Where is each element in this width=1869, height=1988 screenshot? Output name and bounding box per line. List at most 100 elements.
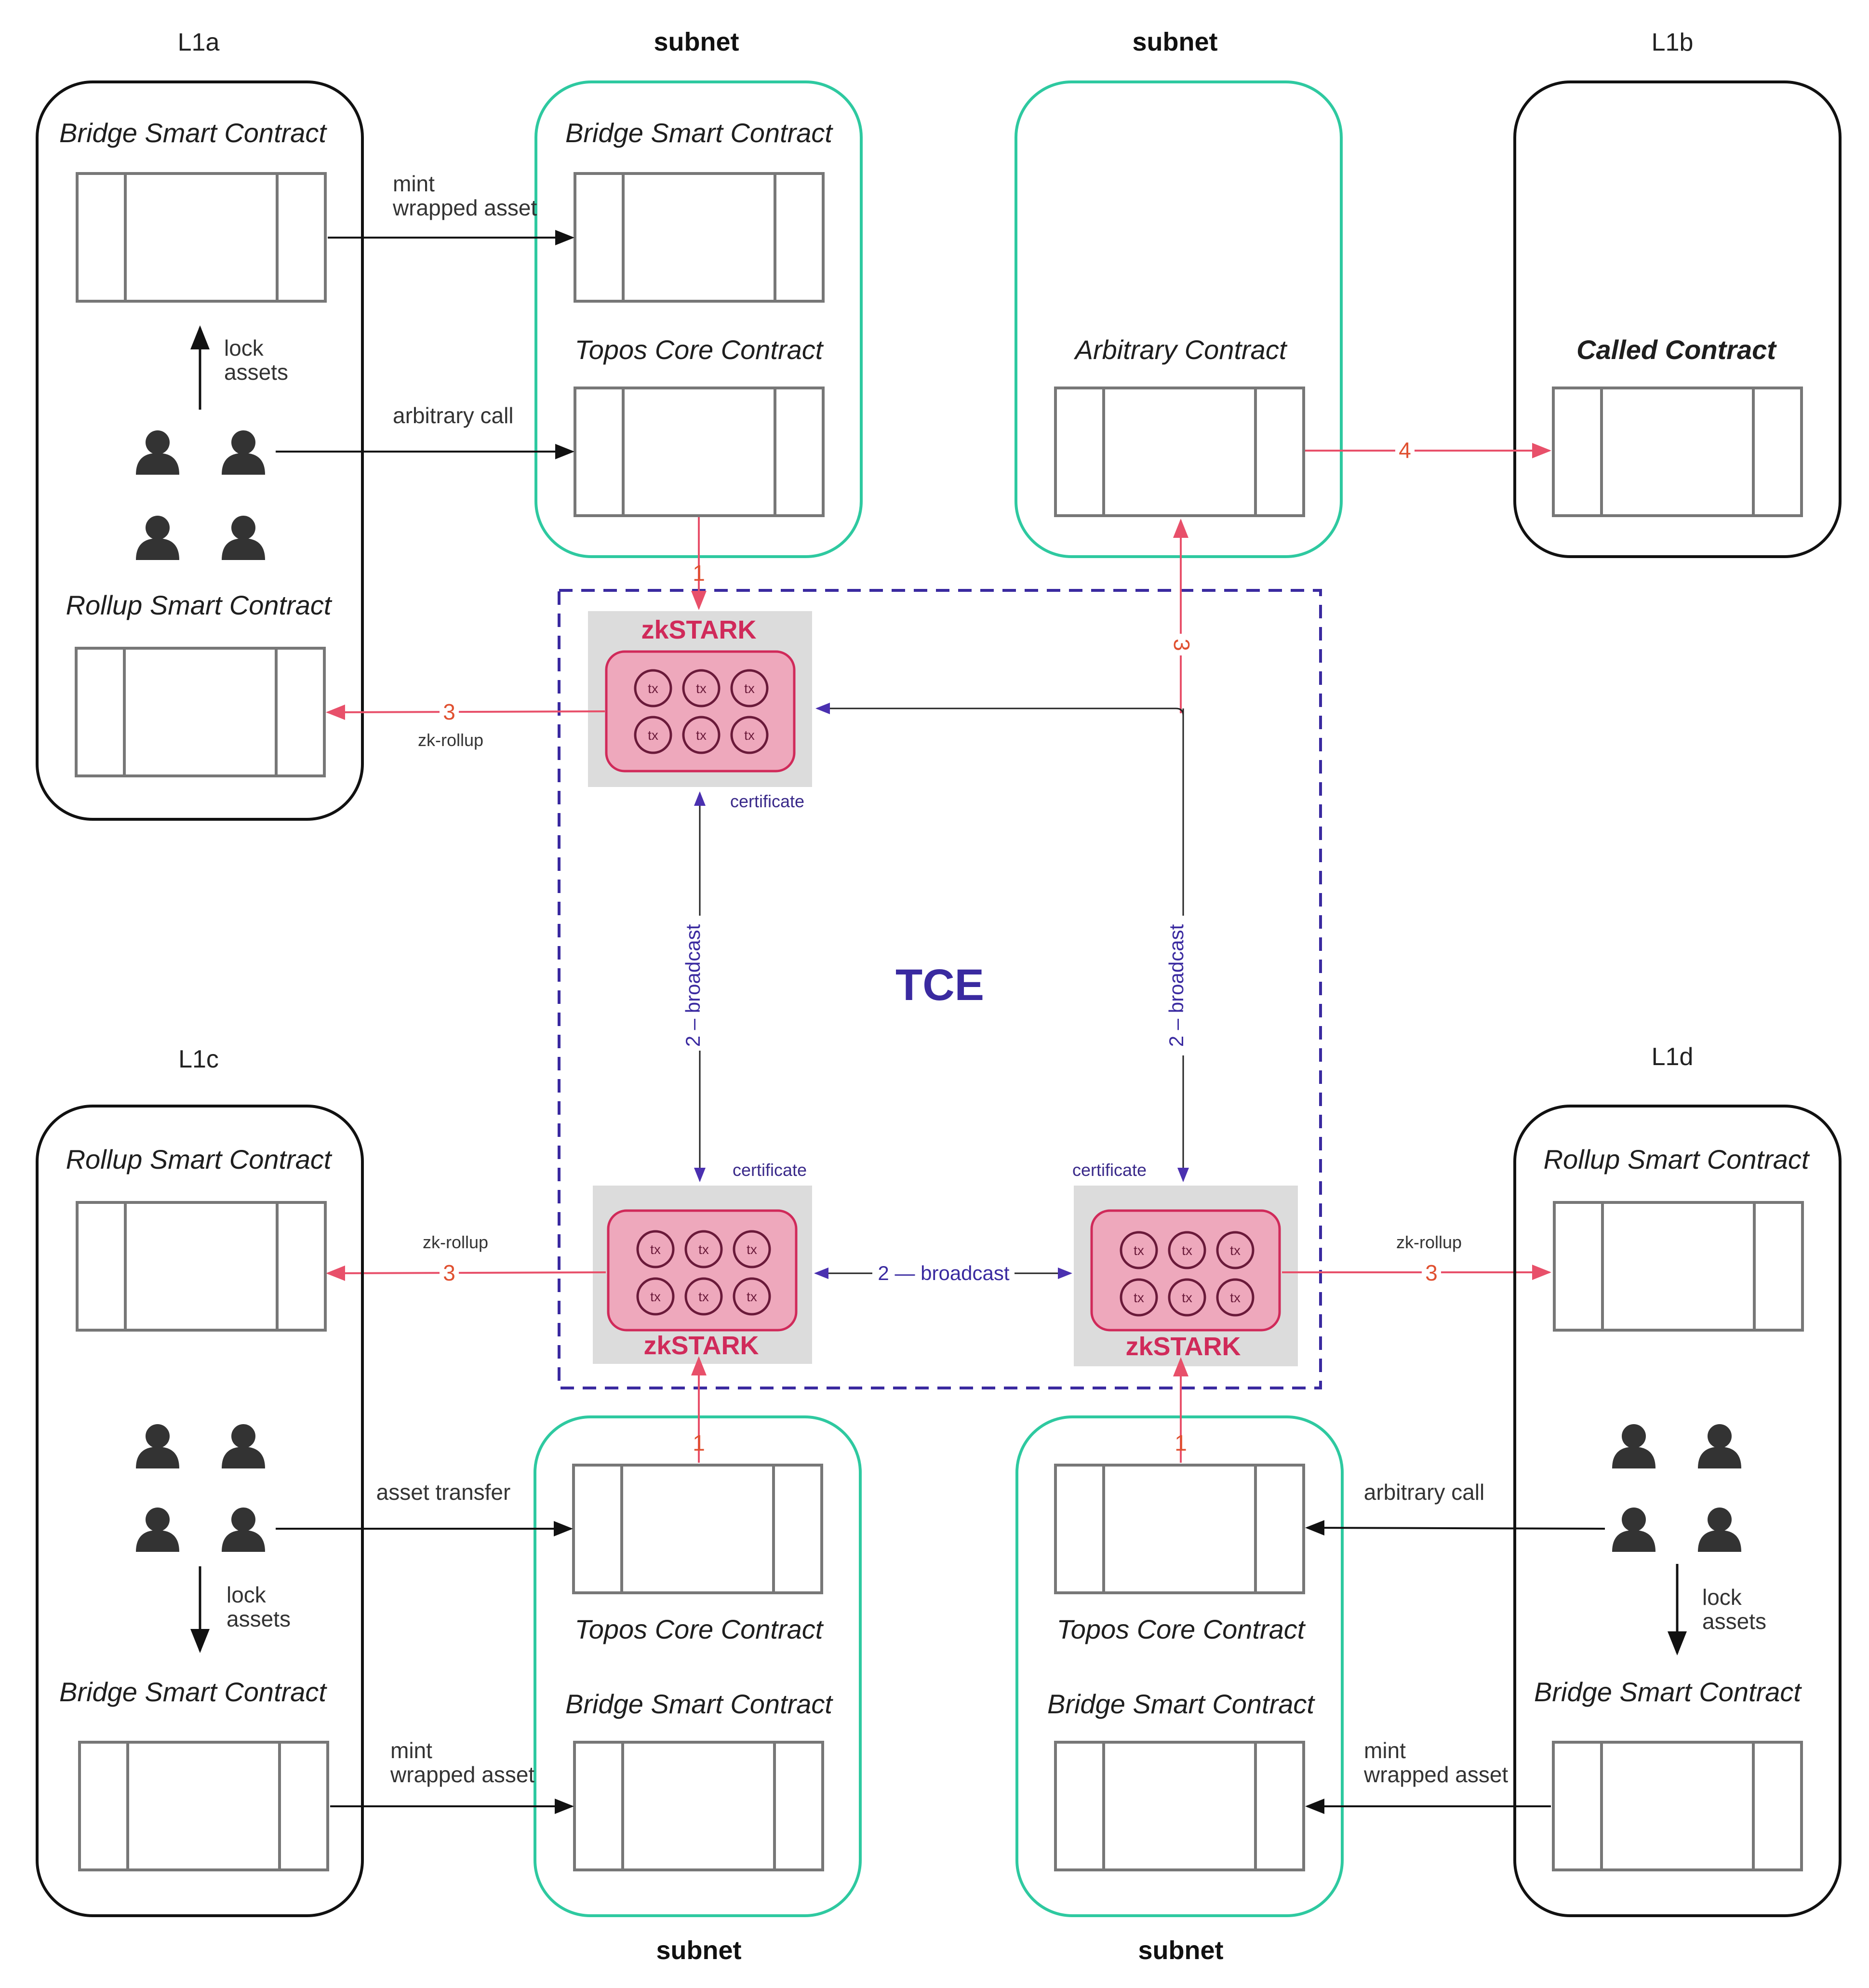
l1c-lock-label-1: lock bbox=[227, 1582, 267, 1607]
l1c-mint-label-2: wrapped asset bbox=[390, 1762, 534, 1787]
zk-rollup-l1c-label: zk-rollup bbox=[423, 1232, 488, 1252]
svg-text:tx: tx bbox=[698, 1242, 709, 1257]
l1c-rollup-contract[interactable] bbox=[76, 1201, 327, 1332]
svg-text:tx: tx bbox=[1134, 1243, 1144, 1258]
stl-topos-contract[interactable] bbox=[574, 387, 825, 517]
sbl-topos-contract[interactable] bbox=[572, 1464, 823, 1594]
l1b-label: L1b bbox=[1652, 28, 1694, 56]
l1a-mint-label-2: wrapped asset bbox=[392, 195, 537, 220]
zkstark-bottom-left bbox=[593, 1186, 812, 1364]
svg-text:tx: tx bbox=[696, 728, 707, 743]
zkstark-bottom-left-certificate-label: certificate bbox=[733, 1160, 807, 1180]
step3-arbitrary-label: 3 bbox=[1169, 639, 1194, 651]
broadcast-right-label: 2 – broadcast bbox=[1165, 924, 1188, 1047]
zkstark-top-label: zkSTARK bbox=[641, 615, 756, 644]
zkstark-top-tx-labels: tx tx tx tx tx tx bbox=[648, 681, 755, 743]
svg-text:tx: tx bbox=[1230, 1290, 1241, 1305]
l1b-called-title: Called Contract bbox=[1576, 334, 1777, 365]
l1d-lock-label-2: assets bbox=[1702, 1609, 1766, 1634]
zkstark-bottom-right-certificate-label: certificate bbox=[1072, 1160, 1147, 1180]
l1b-called-contract[interactable] bbox=[1552, 387, 1803, 517]
step3-l1a-arrow bbox=[326, 704, 605, 720]
l1d-arbitrary-call-arrow bbox=[1305, 1520, 1605, 1536]
zk-rollup-l1a-label: zk-rollup bbox=[418, 730, 483, 750]
subnet-top-left-label: subnet bbox=[654, 27, 739, 56]
broadcast-h-label: 2 — broadcast bbox=[878, 1262, 1009, 1284]
str-arbitrary-contract[interactable] bbox=[1054, 387, 1305, 517]
l1c-chain bbox=[36, 1105, 364, 1917]
svg-text:tx: tx bbox=[747, 1289, 757, 1304]
step3-l1c-label: 3 bbox=[443, 1260, 455, 1285]
stl-bridge-contract[interactable] bbox=[574, 172, 825, 303]
l1a-mint-label-1: mint bbox=[393, 171, 435, 196]
stl-topos-title: Topos Core Contract bbox=[575, 334, 824, 365]
svg-text:tx: tx bbox=[650, 1289, 661, 1304]
broadcast-right-connector bbox=[815, 703, 1184, 716]
sbr-bridge-contract[interactable] bbox=[1054, 1741, 1305, 1871]
zkstark-top-certificate-label: certificate bbox=[730, 791, 804, 811]
stl-bridge-title: Bridge Smart Contract bbox=[565, 118, 833, 148]
step4-label: 4 bbox=[1399, 438, 1411, 463]
l1c-bridge-title: Bridge Smart Contract bbox=[59, 1677, 327, 1707]
subnet-top-left bbox=[534, 80, 863, 558]
svg-text:tx: tx bbox=[650, 1242, 661, 1257]
subnet-bottom-left bbox=[534, 1415, 862, 1917]
svg-text:tx: tx bbox=[648, 728, 658, 743]
svg-text:tx: tx bbox=[744, 728, 755, 743]
svg-text:tx: tx bbox=[747, 1242, 757, 1257]
zkstark-bottom-right-label: zkSTARK bbox=[1125, 1332, 1241, 1361]
sbl-bridge-contract[interactable] bbox=[573, 1741, 824, 1871]
zkstark-bottom-right-tx-icons bbox=[1120, 1231, 1255, 1317]
zk-rollup-l1d-label: zk-rollup bbox=[1396, 1232, 1462, 1252]
l1d-bridge-title: Bridge Smart Contract bbox=[1534, 1677, 1802, 1707]
sbl-bridge-title: Bridge Smart Contract bbox=[565, 1689, 833, 1719]
l1d-bridge-contract[interactable] bbox=[1552, 1741, 1803, 1871]
svg-text:tx: tx bbox=[1230, 1243, 1241, 1258]
sbr-topos-title: Topos Core Contract bbox=[1057, 1614, 1306, 1644]
l1d-mint-label-2: wrapped asset bbox=[1363, 1762, 1508, 1787]
step1-bottom-left-label: 1 bbox=[693, 1430, 705, 1455]
tce-label: TCE bbox=[895, 961, 984, 1010]
l1a-lock-label-2: assets bbox=[224, 360, 288, 385]
zkstark-top bbox=[588, 611, 812, 787]
l1d-arbitrary-call-label: arbitrary call bbox=[1364, 1480, 1485, 1505]
svg-text:tx: tx bbox=[1134, 1290, 1144, 1305]
subnet-top-right-label: subnet bbox=[1132, 27, 1217, 56]
zkstark-bottom-right-tx-labels: tx tx tx tx tx tx bbox=[1134, 1243, 1241, 1305]
step1-bottom-right-label: 1 bbox=[1175, 1430, 1187, 1455]
broadcast-left-label: 2 – broadcast bbox=[681, 924, 704, 1047]
l1a-rollup-contract[interactable] bbox=[75, 647, 326, 777]
l1d-chain bbox=[1513, 1105, 1842, 1917]
subnet-top-right bbox=[1015, 80, 1343, 558]
l1c-rollup-title: Rollup Smart Contract bbox=[66, 1144, 333, 1174]
tce-region bbox=[558, 589, 1322, 1389]
l1c-users-icon bbox=[136, 1424, 265, 1552]
l1d-lock-label-1: lock bbox=[1702, 1585, 1742, 1610]
subnet-bottom-right-label: subnet bbox=[1138, 1936, 1223, 1965]
subnet-bottom-right bbox=[1015, 1415, 1344, 1917]
l1c-lock-label-2: assets bbox=[227, 1606, 291, 1631]
svg-text:tx: tx bbox=[1182, 1243, 1192, 1258]
sbr-topos-contract[interactable] bbox=[1054, 1464, 1305, 1594]
zkstark-bottom-left-tx-icons bbox=[636, 1230, 771, 1316]
sbr-bridge-title: Bridge Smart Contract bbox=[1047, 1689, 1315, 1719]
l1c-bridge-contract[interactable] bbox=[78, 1741, 329, 1871]
l1c-label: L1c bbox=[178, 1045, 219, 1073]
svg-text:tx: tx bbox=[1182, 1290, 1192, 1305]
zkstark-bottom-right bbox=[1074, 1186, 1298, 1366]
l1a-bridge-contract[interactable] bbox=[76, 172, 327, 303]
l1d-rollup-title: Rollup Smart Contract bbox=[1544, 1144, 1810, 1174]
step3-l1a-label: 3 bbox=[443, 699, 455, 724]
l1a-arbitrary-call-label: arbitrary call bbox=[393, 403, 514, 428]
zkstark-bottom-left-label: zkSTARK bbox=[643, 1331, 759, 1360]
l1a-rollup-title: Rollup Smart Contract bbox=[66, 590, 333, 620]
zkstark-bottom-left-tx-labels: tx tx tx tx tx tx bbox=[650, 1242, 757, 1304]
l1d-rollup-contract[interactable] bbox=[1553, 1201, 1804, 1332]
l1d-label: L1d bbox=[1652, 1043, 1694, 1071]
l1a-label: L1a bbox=[178, 28, 220, 56]
svg-text:tx: tx bbox=[744, 681, 755, 696]
str-arbitrary-title: Arbitrary Contract bbox=[1074, 334, 1288, 365]
l1c-mint-label-1: mint bbox=[390, 1738, 432, 1763]
step3-l1d-label: 3 bbox=[1425, 1260, 1438, 1285]
